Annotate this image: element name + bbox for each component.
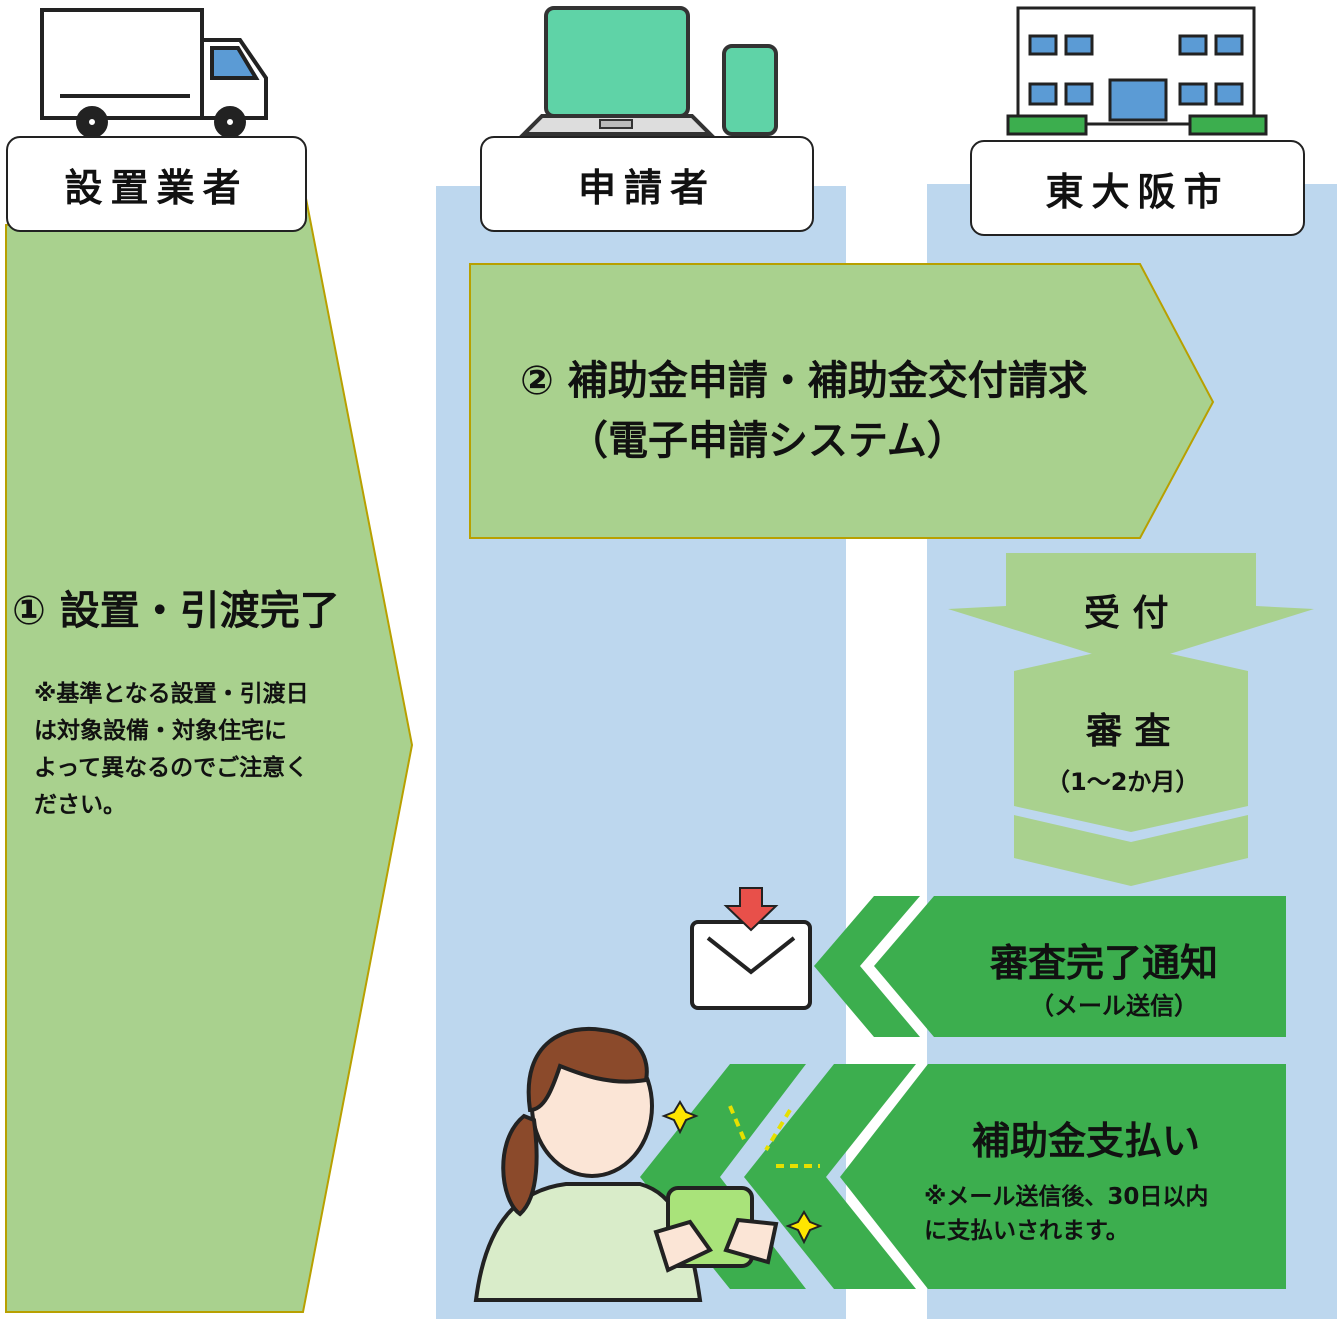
step1-note: ※基準となる設置・引渡日 は対象設備・対象住宅に よって異なるのでご注意く ださ…	[34, 676, 309, 824]
payment-chevron-1	[744, 1064, 916, 1289]
notice-sub: （メール送信）	[1030, 992, 1198, 1020]
payment-arrow	[840, 1064, 1286, 1289]
city-hall-icon	[1006, 6, 1268, 136]
payment-title: 補助金支払い	[972, 1119, 1201, 1163]
payment-note: ※メール送信後、30日以内 に支払いされます。	[924, 1180, 1208, 1248]
actor-applicant: 申請者	[480, 136, 814, 232]
notice-arrow	[874, 896, 1286, 1037]
reception-label: 受 付	[1084, 593, 1169, 634]
step1-note-line: ※基準となる設置・引渡日	[34, 681, 309, 707]
notice-title: 審査完了通知	[990, 941, 1219, 985]
actor-city: 東大阪市	[970, 140, 1305, 236]
step1-note-line: ださい。	[34, 792, 126, 818]
person-with-phone-icon	[473, 1026, 779, 1302]
truck-icon	[40, 8, 268, 138]
payment-note-line: に支払いされます。	[924, 1218, 1129, 1244]
step1-note-line: よって異なるのでご注意く	[34, 755, 309, 781]
review-title: 審 査	[1086, 711, 1171, 752]
reception-arrow	[948, 553, 1314, 666]
step2-arrow	[469, 263, 1215, 539]
sparkle-lines	[728, 1105, 820, 1168]
notice-chevron	[814, 896, 920, 1037]
step1-title: ① 設置・引渡完了	[12, 588, 340, 634]
laptop-icon	[519, 6, 715, 136]
smartphone-icon	[722, 44, 778, 136]
step2-title: ② 補助金申請・補助金交付請求	[520, 358, 1088, 404]
sparkle-icon	[661, 1100, 823, 1245]
review-duration: （1～2か月）	[1046, 768, 1200, 796]
mail-icon	[690, 887, 812, 1010]
actor-installer: 設置業者	[6, 136, 307, 232]
review-block	[1014, 645, 1248, 832]
review-chevron	[1014, 815, 1248, 886]
payment-note-line: ※メール送信後、30日以内	[924, 1184, 1209, 1210]
step2-subtitle: （電子申請システム）	[568, 418, 967, 464]
step1-note-line: は対象設備・対象住宅に	[34, 718, 287, 744]
